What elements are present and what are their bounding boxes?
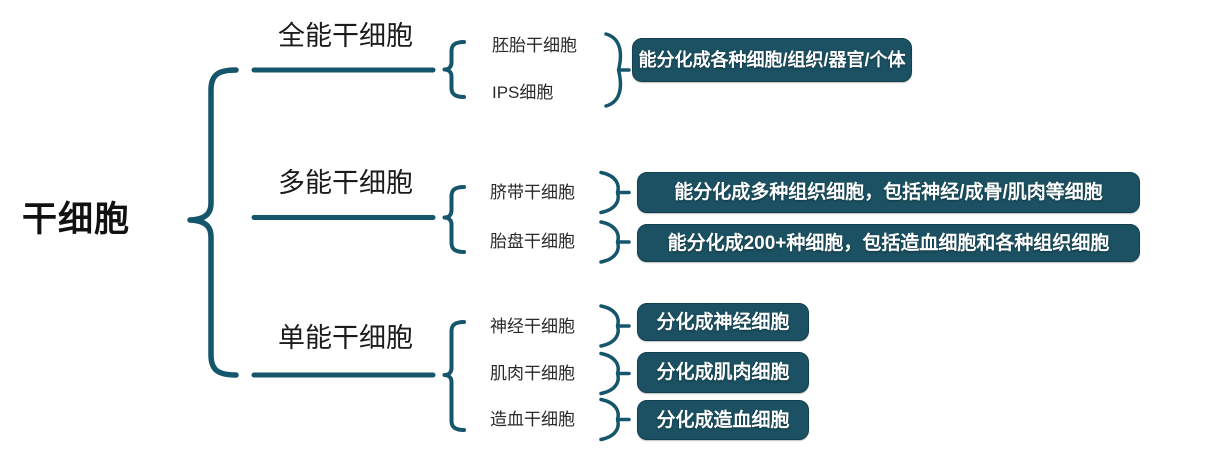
branch-label-pluripotent: 多能干细胞: [278, 168, 413, 198]
child-label-blood: 造血干细胞: [490, 410, 575, 429]
result-box-neural: 分化成神经细胞: [637, 303, 809, 341]
result-text-cord: 能分化成多种组织细胞，包括神经/成骨/肌肉等细胞: [674, 182, 1103, 203]
child-label-embryonic: 胚胎干细胞: [492, 36, 577, 55]
result-text-blood: 分化成造血细胞: [656, 409, 790, 431]
children-brace-totipotent: [442, 40, 466, 99]
merge-bracket-totipotent: [604, 32, 631, 108]
result-box-cord: 能分化成多种组织细胞，包括神经/成骨/肌肉等细胞: [637, 172, 1140, 213]
child-label-ips: IPS细胞: [492, 83, 554, 102]
result-box-muscle: 分化成肌肉细胞: [637, 352, 809, 393]
child-label-muscle: 肌肉干细胞: [490, 364, 575, 383]
result-text-muscle: 分化成肌肉细胞: [656, 362, 790, 383]
result-box-placenta: 能分化成200+种细胞，包括造血细胞和各种组织细胞: [637, 224, 1140, 262]
children-brace-unipotent: [442, 320, 466, 432]
result-text-totipotent: 能分化成各种细胞/组织/器官/个体: [638, 50, 906, 70]
child-label-neural: 神经干细胞: [490, 317, 575, 336]
result-box-blood: 分化成造血细胞: [637, 400, 809, 440]
merge-bracket-placenta: [599, 220, 631, 264]
branch-label-totipotent: 全能干细胞: [278, 21, 413, 51]
merge-bracket-muscle: [599, 351, 631, 396]
root-node-label: 干细胞: [22, 200, 131, 239]
result-text-placenta: 能分化成200+种细胞，包括造血细胞和各种组织细胞: [667, 232, 1110, 254]
result-text-neural: 分化成神经细胞: [656, 311, 790, 333]
branch-label-unipotent: 单能干细胞: [278, 323, 413, 353]
merge-bracket-cord: [599, 170, 631, 215]
root-brace: [187, 67, 239, 378]
merge-bracket-neural: [599, 304, 631, 348]
children-brace-pluripotent: [442, 185, 466, 254]
child-label-placenta: 胎盘干细胞: [490, 232, 575, 251]
child-label-cord: 脐带干细胞: [490, 183, 575, 202]
result-box-totipotent: 能分化成各种细胞/组织/器官/个体: [632, 38, 912, 82]
merge-bracket-blood: [599, 397, 631, 442]
